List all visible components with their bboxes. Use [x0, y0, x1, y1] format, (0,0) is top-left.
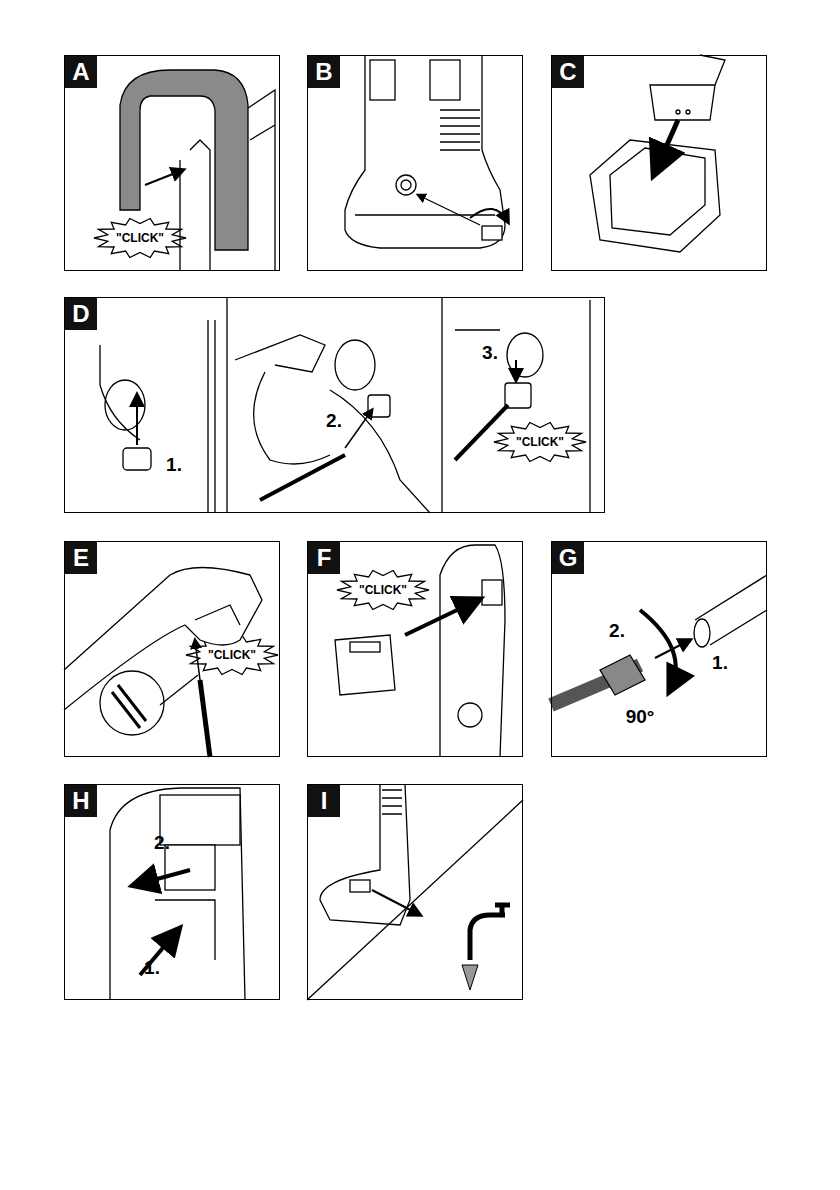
step-panel: F	[307, 541, 523, 757]
click-callout: "CLICK"	[208, 649, 256, 661]
step-letter: D	[65, 298, 97, 330]
step-letter: A	[65, 56, 97, 88]
click-burst	[494, 423, 586, 462]
step-number: 1.	[144, 958, 160, 977]
step-panel: A	[64, 55, 280, 271]
step-number: 1.	[166, 455, 182, 474]
step-number: 2.	[326, 411, 342, 430]
step-letter: C	[552, 56, 584, 88]
click-callout: "CLICK"	[359, 584, 407, 596]
step-number: 1.	[712, 653, 728, 672]
click-callout: "CLICK"	[516, 436, 564, 448]
step-panel: H	[64, 784, 280, 1000]
step-letter: I	[308, 785, 340, 817]
step-number: 3.	[482, 343, 498, 362]
step-letter: B	[308, 56, 340, 88]
step-panel: B	[307, 55, 523, 271]
step-panel: I	[307, 784, 523, 1000]
step-number: 90°	[626, 707, 655, 726]
click-callout: "CLICK"	[116, 232, 164, 244]
step-panel: D	[64, 297, 605, 513]
step-letter: G	[552, 542, 584, 574]
step-letter: H	[65, 785, 97, 817]
click-burst	[94, 219, 186, 258]
step-panel: G	[551, 541, 767, 757]
step-letter: E	[65, 542, 97, 574]
step-letter: F	[308, 542, 340, 574]
click-burst	[337, 571, 429, 610]
step-panel: C	[551, 55, 767, 271]
step-number: 2.	[609, 621, 625, 640]
step-number: 2.	[154, 833, 170, 852]
